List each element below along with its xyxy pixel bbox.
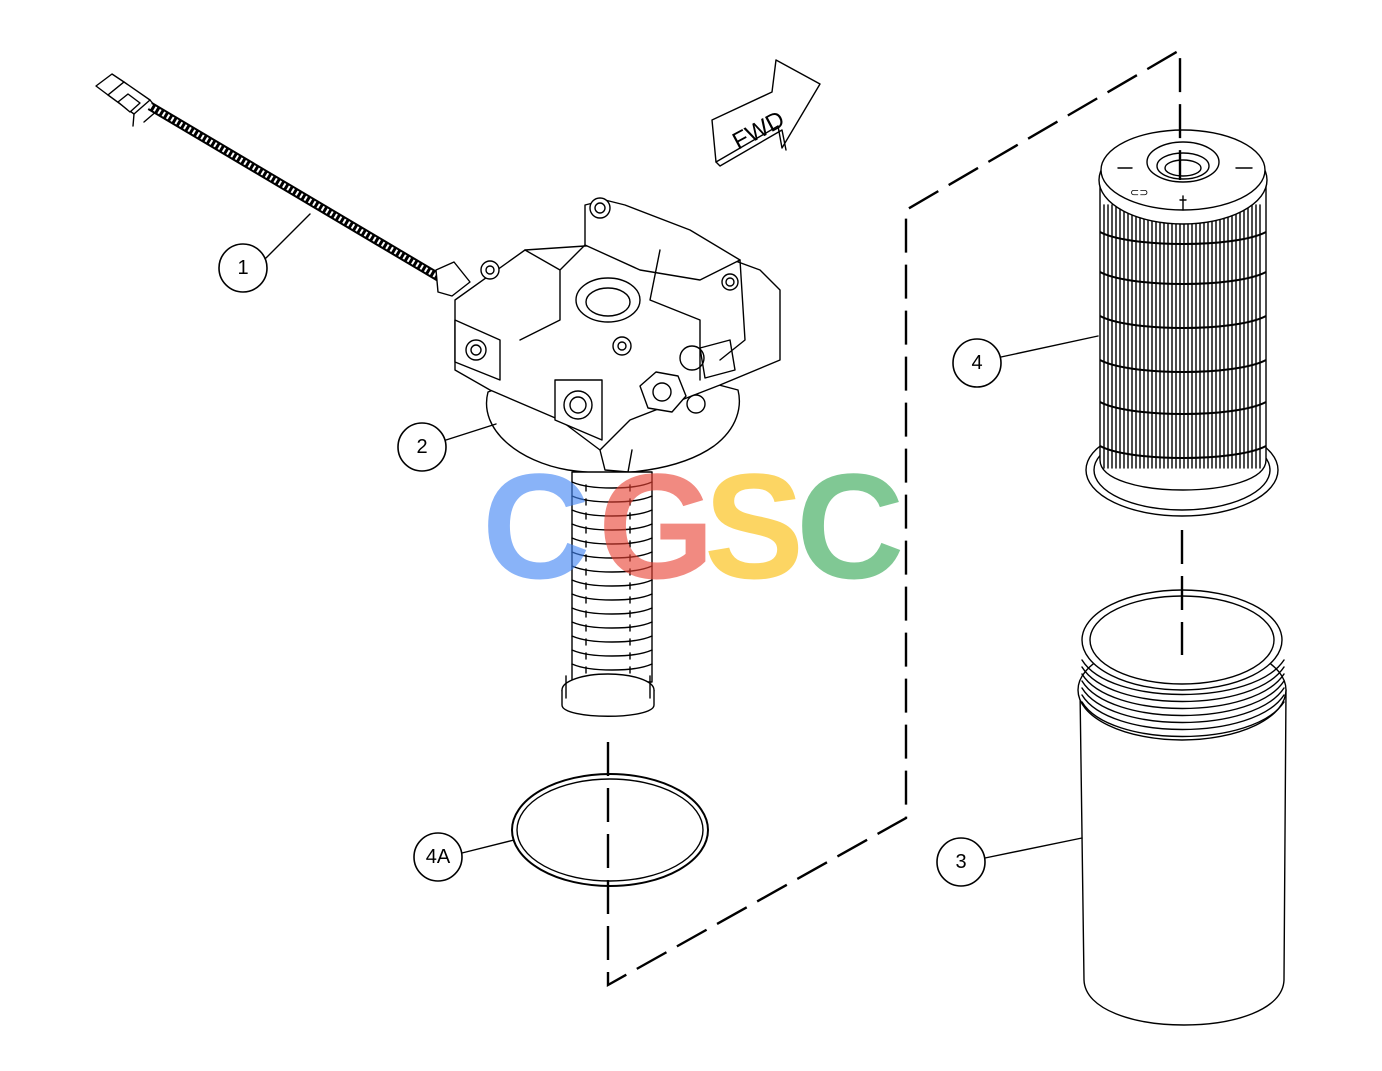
element-band [1099,401,1267,415]
callout-2: 2 [397,422,497,472]
coil-turn [571,607,653,615]
bowl-thread [1081,680,1285,717]
element-band [1099,359,1267,373]
filter-head-part-2 [454,197,781,474]
callout-4: 4 [952,335,1099,388]
coil-slot [585,484,631,492]
callout-label-3: 3 [955,851,966,873]
coil-turn [571,663,653,671]
coil-slot [585,652,631,660]
watermark-letter-4: C [796,442,904,610]
coil-slot [585,568,631,576]
coil-turn [571,509,653,517]
bowl-thread [1081,666,1285,703]
coil-turn [571,593,653,601]
coil-slot [585,638,631,646]
watermark-letter-1: C [482,442,590,610]
coil-turn [571,565,653,573]
filter-element-part-4: ⊂⊃ [1085,129,1279,517]
callout-label-4A: 4A [426,846,451,868]
element-band [1099,315,1267,329]
bowl-thread [1081,673,1285,710]
svg-text:⊂⊃: ⊂⊃ [1130,187,1148,199]
coil-slot [585,498,631,506]
coil-turn [571,551,653,559]
bowl-thread [1081,694,1285,731]
filter-bowl-part-3 [1077,589,1287,1026]
coil-slot [585,596,631,604]
o-ring-part-4A [511,773,709,887]
callout-3: 3 [936,837,1083,887]
coil-turn [571,649,653,657]
callout-4A: 4A [413,832,515,882]
bowl-thread [1081,659,1285,696]
coil-turn [571,495,653,503]
bowl-thread [1081,701,1285,738]
coil-turn [571,635,653,643]
callout-label-4: 4 [971,352,982,374]
coil-slot [585,526,631,534]
watermark-letter-2: G [598,442,715,610]
coil-turn [571,579,653,587]
assembly-center-lines [606,47,1184,988]
element-standpipe [561,471,655,717]
bowl-thread [1081,687,1285,724]
element-band [1099,271,1267,285]
callout-label-2: 2 [416,436,427,458]
connector-plug [95,73,159,127]
coil-slot [585,666,631,674]
coil-slot [585,610,631,618]
wire-harness-part-1 [95,73,471,297]
callout-1: 1 [218,213,311,293]
coil-turn [571,481,653,489]
coil-slot [585,624,631,632]
coil-slot [585,512,631,520]
coil-turn [571,523,653,531]
watermark-letter-3: S [704,442,804,610]
cgsc-watermark-logo: C G S C [482,442,904,610]
forward-direction-arrow: FWD [711,59,821,167]
coil-turn [571,621,653,629]
callout-label-1: 1 [237,257,248,279]
coil-slot [585,582,631,590]
element-band [1099,445,1267,459]
coil-turn [571,537,653,545]
coil-slot [585,554,631,562]
coil-slot [585,540,631,548]
element-band [1099,231,1267,245]
